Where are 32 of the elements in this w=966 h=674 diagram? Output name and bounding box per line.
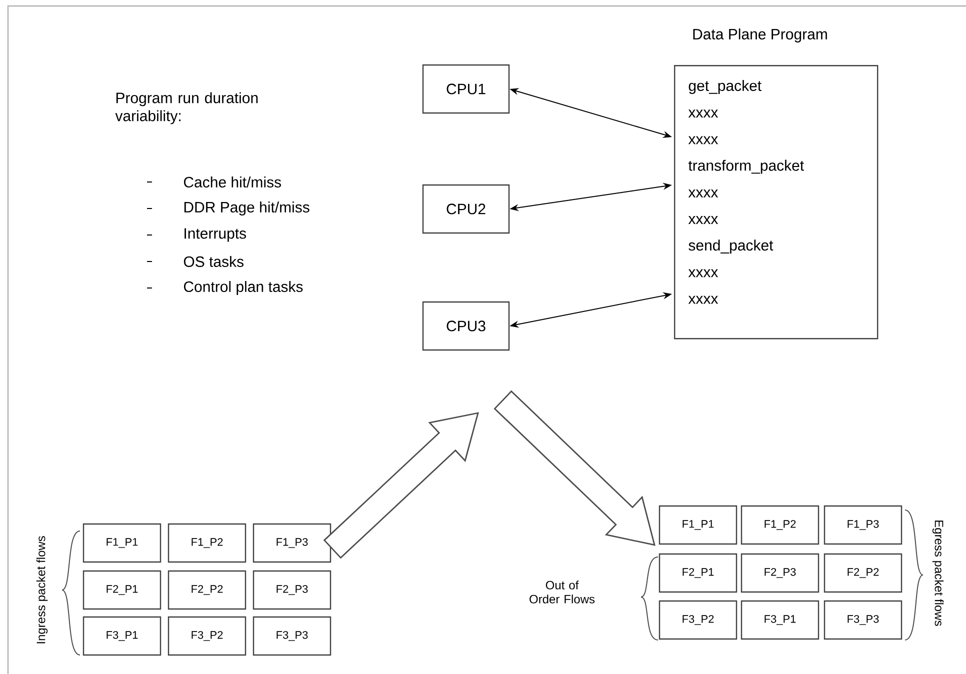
- program-box: Data Plane Program get_packet xxxx xxxx transform_packet xxxx xxxx send_packet xxxx xxxx: [674, 28, 878, 340]
- packet-box: F2_P1: [82, 570, 162, 610]
- packet-box: F1_P3: [824, 505, 902, 545]
- cpu-box: CPU2: [422, 184, 510, 234]
- packet-box: F3_P3: [824, 600, 902, 640]
- side-label: Egress packet flows: [932, 520, 944, 626]
- side-label: Out of Order Flows: [530, 580, 595, 604]
- packet-box: F1_P3: [252, 523, 332, 563]
- packet-box: F2_P1: [658, 553, 738, 593]
- packet-box: F1_P2: [168, 523, 246, 563]
- bullet-item: Cache hit/miss: [146, 176, 281, 188]
- packet-box: F2_P2: [168, 570, 246, 610]
- packet-box: F2_P3: [252, 570, 332, 610]
- packet-box: F3_P1: [82, 616, 162, 656]
- packet-box: F3_P3: [252, 616, 332, 656]
- bullet-item: Interrupts: [146, 228, 246, 242]
- packet-box: F2_P3: [740, 553, 820, 593]
- bullet-item: DDR Page hit/miss: [146, 202, 310, 216]
- cpu-box: CPU3: [422, 301, 510, 351]
- cpu-box: CPU1: [422, 64, 510, 114]
- node-label: Data Plane Program: [693, 28, 827, 42]
- note-heading: Program run duration variability:: [115, 92, 258, 124]
- packet-box: F1_P1: [82, 523, 162, 563]
- packet-box: F3_P1: [740, 600, 820, 640]
- side-label: Ingress packet flows: [36, 536, 48, 644]
- bullet-item: OS tasks: [146, 256, 244, 267]
- bullet-item: Control plan tasks: [146, 281, 303, 295]
- packet-box: F2_P2: [824, 553, 902, 593]
- packet-box: F3_P2: [168, 616, 246, 656]
- packet-box: F1_P2: [740, 505, 820, 545]
- packet-box: F1_P1: [658, 505, 738, 545]
- packet-box: F3_P2: [658, 600, 738, 640]
